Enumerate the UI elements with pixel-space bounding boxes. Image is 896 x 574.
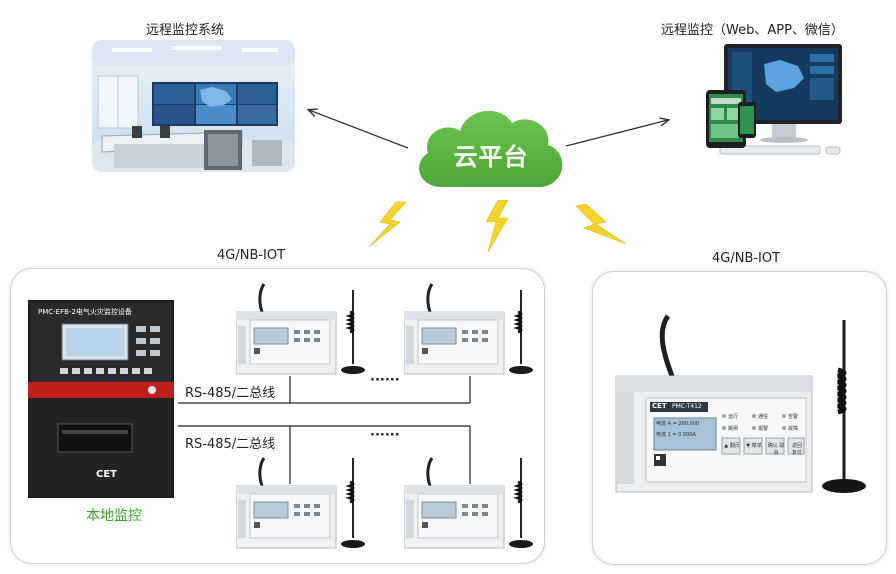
remote-system-label: 远程监控系统 xyxy=(146,23,225,38)
devices-image xyxy=(706,44,842,155)
led-label: 运行 xyxy=(728,414,739,420)
host-cabinet xyxy=(28,300,174,498)
ellipsis-top: ······ xyxy=(370,373,400,388)
large-meter-model: PMC-T412 xyxy=(672,403,702,410)
arrow-to-remote-devices xyxy=(565,120,668,147)
arrow-to-remote-system xyxy=(309,110,409,149)
meter-device xyxy=(236,283,365,375)
remote-monitor-label: 远程监控（Web、APP、微信） xyxy=(661,23,844,38)
meter-button-label: 确认 取消 xyxy=(767,443,785,456)
local-monitor-label: 本地监控 xyxy=(86,508,142,524)
large-meter-brand: CET xyxy=(652,402,667,410)
control-room-image xyxy=(92,40,295,172)
bus-label-top: RS-485/二总线 xyxy=(185,386,276,401)
host-brand-text: CET xyxy=(96,469,117,480)
bus-label-bottom: RS-485/二总线 xyxy=(185,437,276,452)
meter-button-label: 返回 复位 xyxy=(791,443,802,456)
led-label: 报警 xyxy=(758,426,769,432)
meter-device xyxy=(404,283,533,375)
lightning-right-icon xyxy=(575,203,627,245)
cloud-label: 云平台 xyxy=(453,143,529,171)
led-label: 告警 xyxy=(788,414,799,420)
led-label: 故障 xyxy=(788,426,799,432)
cloud-icon xyxy=(419,110,563,187)
meter-button-label: ▲ 翻页 xyxy=(724,443,740,449)
lightning-center-icon xyxy=(485,200,509,253)
large-meter-lcd-line-2: 电流 1 = 0.000A xyxy=(656,432,696,438)
meter-button-label: ▼ 菜单 xyxy=(746,443,762,449)
led-label: 跳闸 xyxy=(728,426,739,432)
large-meter-lcd-line-1: 电流 A = 200.000 xyxy=(656,421,700,427)
network-label-right: 4G/NB-IOT xyxy=(712,251,781,266)
led-label: 通信 xyxy=(758,414,769,420)
meter-device xyxy=(236,457,365,549)
wireless-signals xyxy=(369,200,627,253)
ellipsis-bottom: ······ xyxy=(370,428,400,443)
lightning-left-icon xyxy=(369,201,407,247)
host-model-text: PMC-EFB-2电气火灾监控设备 xyxy=(38,308,132,316)
network-label-left: 4G/NB-IOT xyxy=(217,248,286,263)
large-meter-device xyxy=(615,314,866,493)
meter-device xyxy=(404,457,533,549)
